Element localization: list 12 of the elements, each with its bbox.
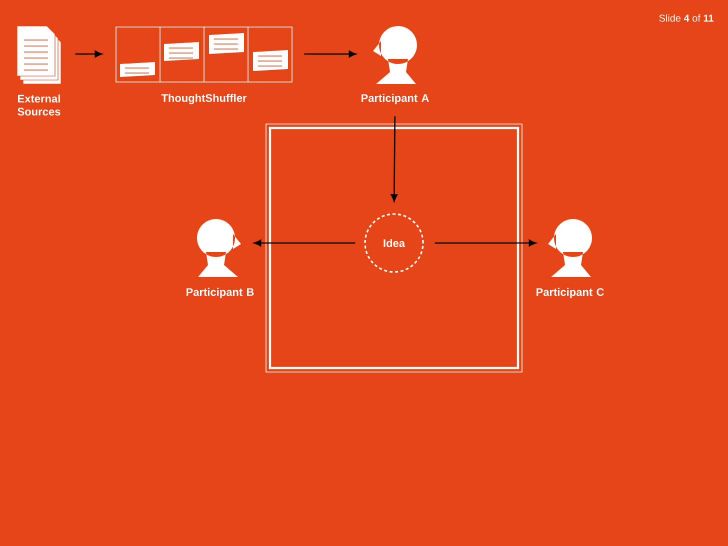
slide-number: Slide 4 of 11 [659,14,714,22]
node-label: Participant B [186,288,254,298]
node-label: Participant A [362,94,429,104]
node-label: ThoughtShuffler [161,94,247,104]
arrow [390,116,398,202]
arrow [304,50,356,58]
arrow [254,240,356,246]
node-label: Participant C [536,288,604,298]
arrow [434,240,536,246]
square-frame [266,124,522,372]
node-label: External Sources [18,94,60,116]
arrow [75,50,102,58]
